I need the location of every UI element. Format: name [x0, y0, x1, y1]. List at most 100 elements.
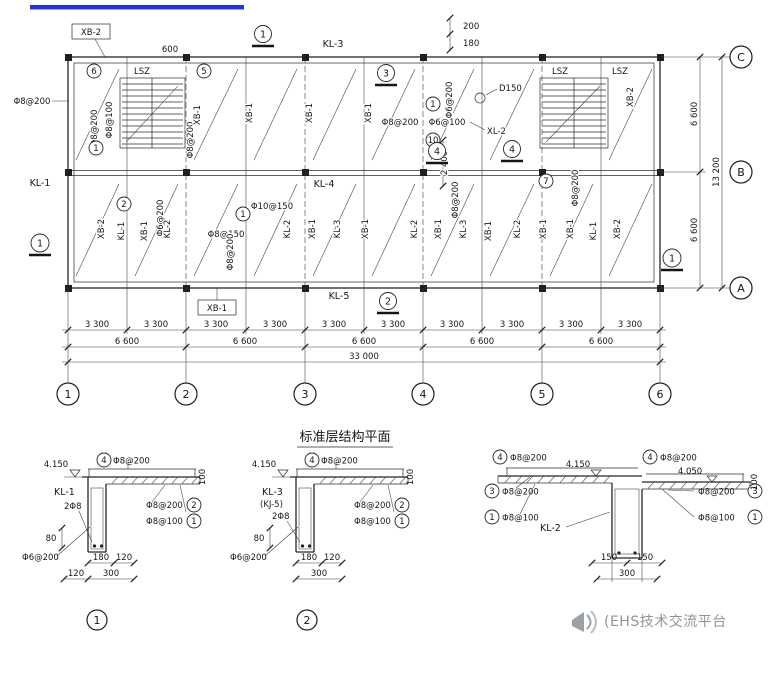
dim-120: 120: [116, 553, 132, 563]
dim-300: 300: [311, 569, 327, 579]
rebar-mark-number: 1: [399, 517, 404, 527]
beam-alt-label: (KJ-5): [260, 500, 283, 510]
detail-bubble-1: 1: [94, 614, 101, 627]
beam-label: KL-2: [513, 220, 523, 239]
beam-label: KL-1: [117, 222, 127, 241]
beam-label: KL-2: [410, 220, 420, 239]
rebar-callout: Φ8@200: [226, 234, 236, 271]
level-value: 4.050: [678, 467, 702, 477]
rebar-mark-number: 10: [428, 136, 439, 146]
rebar-callout: Φ8@100: [105, 102, 115, 139]
rebar-mark-number: 5: [201, 67, 206, 77]
slab-label: XB-2: [613, 219, 623, 239]
rebar-callout: Φ8@150: [208, 230, 245, 240]
rebar-mark-number: 1: [489, 513, 494, 523]
dim-150: 150: [637, 553, 653, 563]
dim-bay: 3 300: [85, 320, 109, 330]
right-stair: [539, 77, 609, 149]
section-mark-number: 1: [37, 239, 43, 250]
rebar-callout: Φ8@200: [502, 488, 539, 498]
beam-label: KL-3: [262, 487, 283, 498]
section-detail-2: 4.150 4 Φ8@200 100 Φ8@200 2 Φ8@100 1 KL-…: [230, 452, 416, 631]
rebar-callout: Φ8@100: [146, 517, 183, 527]
dim-80: 80: [46, 534, 57, 544]
section-detail-1: 4.150 4 Φ8@200 100 Φ8@200 2 Φ8@100 1 KL-…: [22, 452, 208, 631]
slab-thickness-dim: 100: [198, 469, 208, 485]
dim-120: 120: [324, 553, 340, 563]
axis-bubble-6: 6: [657, 388, 664, 401]
beam-label-xl2: XL-2: [487, 127, 506, 137]
stirrup-label: Φ6@200: [230, 553, 267, 563]
section-mark-number: 4: [509, 145, 515, 156]
dim-total: 33 000: [349, 352, 379, 362]
stirrup-label: Φ6@200: [22, 553, 59, 563]
rebar-callout: Φ8@200: [321, 457, 358, 467]
rebar-mark-number: 2: [399, 501, 404, 511]
section-marks: 1 3 4 4 2 1 1: [29, 25, 683, 315]
dim-180: 180: [301, 553, 317, 563]
rebar-callout: Φ6@100: [429, 118, 466, 128]
rebar-mark-number: 1: [752, 513, 757, 523]
dim-bay: 3 300: [204, 320, 228, 330]
dim-bay: 3 300: [322, 320, 346, 330]
slab-label: XB-1: [245, 103, 255, 123]
rebar-callout: Φ8@200: [146, 501, 183, 511]
axis-bubble-1: 1: [65, 388, 72, 401]
rebar-mark-number: 4: [647, 453, 652, 463]
column-axis-bubbles: 1 2 3 4 5 6: [56, 382, 672, 406]
rebar-mark-number: 2: [191, 501, 196, 511]
dim-bay: 3 300: [144, 320, 168, 330]
dim-row: 6 600: [690, 218, 700, 242]
dim-bay: 3 300: [500, 320, 524, 330]
circled-rebar-marks: 6 5 1 2 1 10 1 7: [86, 63, 554, 222]
section-mark-number: 2: [385, 297, 391, 308]
xb2-label-box: [71, 23, 111, 40]
dim-row: 6 600: [690, 102, 700, 126]
beam-label: KL-2: [540, 523, 561, 534]
rebar-callout: Φ8@100: [354, 517, 391, 527]
level-value: 4.150: [252, 460, 276, 470]
slab-label: XB-1: [308, 219, 318, 239]
level-value: 4.150: [566, 460, 590, 470]
watermark: (EHS技术交流平台: [572, 610, 727, 634]
left-stair: [119, 77, 186, 149]
stair-label: LSZ: [612, 67, 628, 77]
xb1-label-box: [197, 299, 237, 316]
axis-bubble-b: B: [737, 166, 745, 179]
beam-label-kl1: KL-1: [30, 178, 51, 189]
rebar-callout: Φ8@200: [113, 457, 150, 467]
dim-bay: 3 300: [618, 320, 642, 330]
section-mark-number: 4: [434, 147, 440, 158]
dim-200: 200: [463, 22, 479, 32]
rebar-mark-number: 1: [191, 517, 196, 527]
page-title: 标准层结构平面: [299, 430, 390, 445]
rebar-callout: Φ6@200: [156, 200, 166, 237]
rebar-callout: Φ6@200: [445, 82, 455, 119]
slab-label: XB-1: [364, 103, 374, 123]
rebar-mark-number: 1: [93, 144, 98, 154]
rebar-callout: Φ10@150: [251, 202, 293, 212]
rebar-mark-number: 1: [430, 100, 435, 110]
dim-double-bay: 6 600: [589, 337, 613, 347]
bottom-bars-label: 2Φ8: [272, 512, 290, 522]
columns: [65, 54, 664, 292]
beam-label: KL-3: [333, 220, 343, 239]
slab-label: XB-1: [566, 219, 576, 239]
detail-bubble-2: 2: [304, 614, 311, 627]
level-symbol: [706, 475, 718, 483]
rebar-callout: Φ8@200: [90, 110, 100, 147]
right-dimensions: 6 600 6 600 13 200 C B A: [660, 45, 753, 300]
level-symbol: [69, 469, 81, 478]
dim-150: 150: [601, 553, 617, 563]
dim-bay: 3 300: [381, 320, 405, 330]
dim-double-bay: 6 600: [470, 337, 494, 347]
bottom-bars-label: 2Φ8: [64, 502, 82, 512]
axis-bubble-5: 5: [539, 388, 546, 401]
axis-bubble-c: C: [737, 51, 745, 64]
rebar-mark-number: 4: [309, 456, 314, 466]
watermark-text: (EHS技术交流平台: [604, 613, 727, 630]
rebar-mark-number: 1: [240, 210, 245, 220]
slab-label: XB-1: [484, 221, 494, 241]
